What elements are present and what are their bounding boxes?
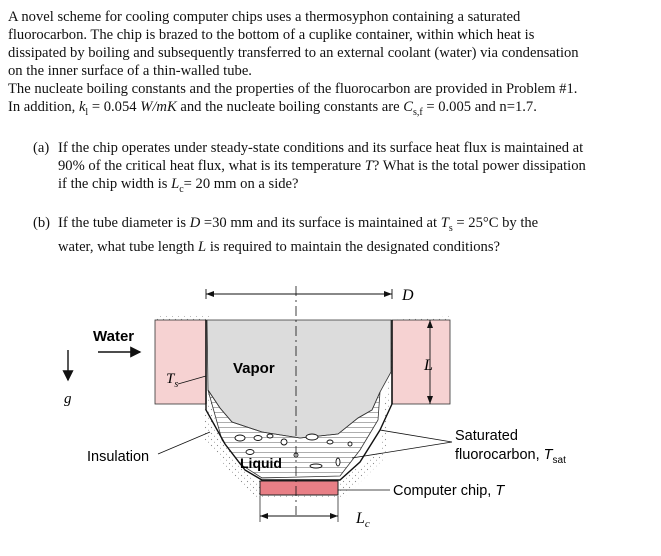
bubbles <box>234 433 353 469</box>
problem-intro: A novel scheme for cooling computer chip… <box>8 8 648 80</box>
dimension-L-label: L <box>423 357 433 374</box>
kl-symbol: k <box>78 99 86 115</box>
liquid-label: Liquid <box>240 455 282 471</box>
question-b-label: (b) <box>33 215 51 231</box>
water-region-right <box>391 319 451 405</box>
ts-label: Ts <box>166 371 178 390</box>
intro-line: fluorocarbon. The chip is brazed to the … <box>8 27 535 43</box>
intro-line: A novel scheme for cooling computer chip… <box>8 9 521 25</box>
water-label: Water <box>93 328 134 345</box>
question-a: (a)If the chip operates under steady-sta… <box>33 140 586 195</box>
liquid-region <box>207 389 381 479</box>
csf-symbol: C <box>403 99 413 115</box>
question-b: (b)If the tube diameter is D =30 mm and … <box>33 215 539 255</box>
water-region-left <box>154 319 207 405</box>
problem-given: The nucleate boiling constants and the p… <box>8 80 648 122</box>
computer-chip <box>259 480 339 496</box>
insulation-region <box>155 316 450 497</box>
given-line-constants: In addition, kl = 0.054 W/mK and the nuc… <box>8 99 537 118</box>
intro-line: on the inner surface of a thin-walled tu… <box>8 63 252 79</box>
given-line: The nucleate boiling constants and the p… <box>8 81 578 97</box>
saturated-label: Saturated <box>455 428 518 444</box>
dimension-Lc-label: Lc <box>355 510 370 530</box>
intro-line: dissipated by boiling and subsequently t… <box>8 45 579 61</box>
vapor-label: Vapor <box>233 360 275 377</box>
gravity-label: g <box>64 391 72 407</box>
question-a-label: (a) <box>33 140 50 156</box>
fluorocarbon-label: fluorocarbon, Tsat <box>455 447 566 466</box>
kl-unit: W/mK <box>140 99 177 115</box>
insulation-label: Insulation <box>87 449 149 465</box>
chip-label: Computer chip, T <box>393 483 505 499</box>
dimension-D-label: D <box>401 287 414 304</box>
